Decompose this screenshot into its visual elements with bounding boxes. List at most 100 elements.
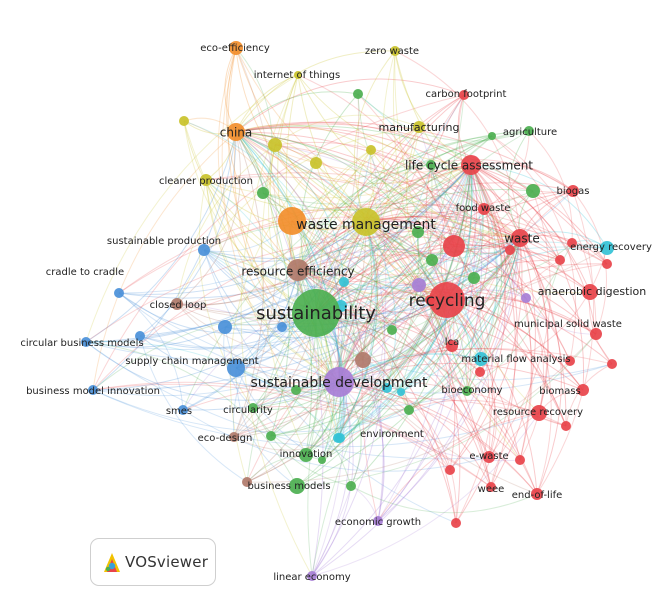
network-node[interactable] [307,571,317,581]
network-node[interactable] [229,41,243,55]
node-label[interactable]: circularity [223,405,273,416]
network-node[interactable] [531,488,543,500]
network-node[interactable] [515,455,525,465]
network-node[interactable] [135,331,145,341]
node-label[interactable]: economic growth [335,517,421,528]
network-node[interactable] [339,277,349,287]
network-node[interactable] [462,386,472,396]
network-node[interactable] [607,359,617,369]
network-node[interactable] [404,405,414,415]
network-node[interactable] [459,90,469,100]
network-node[interactable] [318,456,326,464]
network-node[interactable] [352,208,380,236]
node-label[interactable]: eco-design [198,433,253,444]
network-node[interactable] [486,482,496,492]
node-label[interactable]: manufacturing [379,121,460,134]
node-label[interactable]: closed loop [150,300,207,311]
node-label[interactable]: end-of-life [512,490,563,501]
network-node[interactable] [266,431,276,441]
node-label[interactable]: resource recovery [493,407,583,418]
network-node[interactable] [355,352,371,368]
node-label[interactable]: anaerobic digestion [538,285,646,298]
network-node[interactable] [114,288,124,298]
network-node[interactable] [567,185,579,197]
node-label[interactable]: municipal solid waste [514,319,622,330]
node-label[interactable]: linear economy [273,572,350,583]
network-node[interactable] [366,145,376,155]
network-node[interactable] [218,320,232,334]
node-label[interactable]: zero waste [365,46,419,57]
node-label[interactable]: business model innovation [26,386,160,397]
network-node[interactable] [468,272,480,284]
node-label[interactable]: biogas [557,186,590,197]
network-node[interactable] [426,160,436,170]
network-node[interactable] [287,259,309,281]
network-node[interactable] [277,322,287,332]
network-node[interactable] [412,278,426,292]
network-node[interactable] [505,245,515,255]
node-label[interactable]: sustainable production [107,236,221,247]
network-node[interactable] [382,383,392,393]
node-label[interactable]: resource efficiency [241,265,354,279]
network-node[interactable] [511,229,529,247]
node-label[interactable]: waste [504,232,540,246]
network-node[interactable] [461,155,481,175]
network-node[interactable] [387,325,397,335]
node-label[interactable]: sustainability [256,303,376,324]
network-node[interactable] [88,385,98,395]
network-node[interactable] [294,71,302,79]
network-node[interactable] [291,385,301,395]
network-node[interactable] [524,126,534,136]
network-node[interactable] [429,282,465,318]
network-node[interactable] [292,289,340,337]
network-node[interactable] [561,421,571,431]
network-node[interactable] [171,298,183,310]
network-node[interactable] [488,132,496,140]
network-node[interactable] [475,367,485,377]
node-label[interactable]: bioeconomy [441,385,502,396]
node-label[interactable]: cradle to cradle [46,267,124,278]
node-label[interactable]: waste management [296,217,436,233]
network-node[interactable] [521,293,531,303]
network-node[interactable] [413,121,425,133]
network-node[interactable] [451,518,461,528]
node-label[interactable]: food waste [456,203,511,214]
network-node[interactable] [474,352,488,366]
node-label[interactable]: e-waste [469,451,508,462]
node-label[interactable]: smes [166,406,192,417]
network-node[interactable] [445,465,455,475]
network-node[interactable] [526,184,540,198]
node-label[interactable]: recycling [409,291,486,311]
vosviewer-logo-badge[interactable]: VOSviewer [90,538,216,586]
network-node[interactable] [565,356,575,366]
node-label[interactable]: business models [247,481,330,492]
network-node[interactable] [412,226,424,238]
network-node[interactable] [346,481,356,491]
network-node[interactable] [324,367,354,397]
node-label[interactable]: material flow analysis [461,354,570,365]
network-node[interactable] [248,403,258,413]
network-node[interactable] [397,388,405,396]
network-node[interactable] [600,241,614,255]
network-node[interactable] [567,238,577,248]
network-node[interactable] [443,235,465,257]
network-node[interactable] [353,89,363,99]
network-node[interactable] [582,284,598,300]
node-label[interactable]: china [220,126,253,140]
network-node[interactable] [426,254,438,266]
network-node[interactable] [555,255,565,265]
network-node[interactable] [227,123,245,141]
network-node[interactable] [602,259,612,269]
node-label[interactable]: carbon footprint [426,89,507,100]
network-node[interactable] [478,203,490,215]
node-label[interactable]: circular business models [20,338,143,349]
network-node[interactable] [373,516,383,526]
network-node[interactable] [446,340,458,352]
network-node[interactable] [310,157,322,169]
node-label[interactable]: biomass [539,386,581,397]
network-node[interactable] [590,328,602,340]
network-node[interactable] [268,138,282,152]
network-node[interactable] [200,174,212,186]
network-node[interactable] [289,478,305,494]
